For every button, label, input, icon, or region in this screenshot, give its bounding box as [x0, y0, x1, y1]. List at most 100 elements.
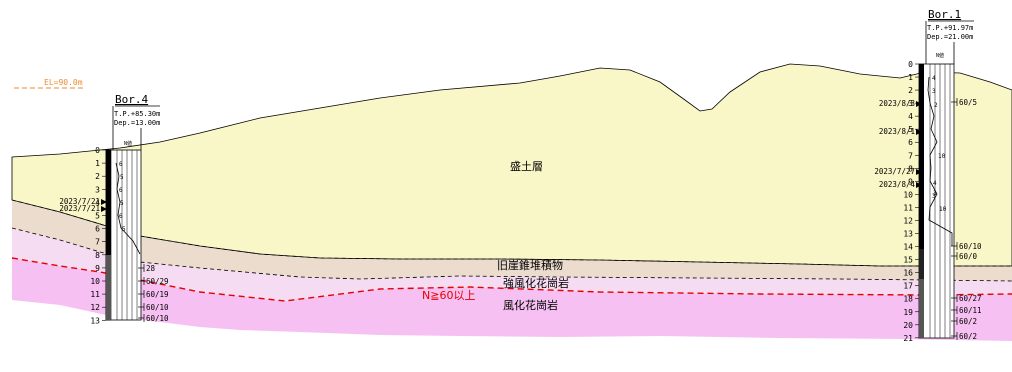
weathered-label: 風化花崗岩	[503, 298, 558, 312]
bor4-depth-label: 13	[90, 316, 100, 325]
bor1-depth-label: 7	[908, 151, 913, 160]
bor4-spt-label: 60/10	[146, 314, 169, 323]
bor4-name: Bor.4	[115, 93, 148, 106]
bor1-water-level-date: 2023/7/27	[874, 167, 915, 176]
strong-weathered-label: 強風化花崗岩	[503, 276, 569, 290]
bor1-water-level-date: 2023/8/3	[879, 99, 915, 108]
boundary-talus-strong	[11, 227, 1012, 282]
bor4-n-value: 5	[122, 226, 126, 233]
bor1-depth-label: 13	[903, 230, 913, 239]
bor1-n-curve	[927, 76, 953, 246]
borehole-bor1: Bor.1 T.P.+91.97m Dep.=21.00m N値 0123456…	[874, 8, 982, 343]
old-talus-label: 旧崖錐堆積物	[497, 258, 563, 272]
bor1-depth-label: 12	[903, 216, 913, 225]
bor4-n-value: 6	[119, 161, 123, 168]
bor1-depth-label: 5	[908, 125, 913, 134]
bor1-depth-label: 9	[908, 177, 913, 186]
bor4-water-level-date: 2023/7/21	[59, 204, 100, 213]
bor1-depth-label: 4	[908, 112, 913, 121]
bor4-water-level-marker	[101, 199, 107, 205]
bor1-n-value: 10	[938, 153, 946, 160]
bor4-spt-label: 60/29	[146, 277, 169, 286]
bor1-water-level-date: 2023/8/4	[879, 180, 916, 189]
bor1-water-levels: 2023/8/3 2023/8/1 2023/7/27 2023/8/4	[874, 99, 922, 189]
bor4-tp: T.P.+85.30m	[114, 110, 160, 118]
bor1-spt-label: 60/11	[959, 306, 982, 315]
bor4-n-value: 5	[120, 200, 124, 207]
bor4-depth-label: 12	[90, 303, 100, 312]
bor1-n-value: 3	[932, 88, 936, 95]
bor1-n-value: 3	[932, 193, 936, 200]
bor1-water-level-marker	[916, 101, 922, 107]
bor1-core-talus	[919, 249, 924, 279]
bor4-water-level-marker	[101, 206, 107, 212]
bor1-spt-label: 60/10	[959, 242, 982, 251]
bor4-depth-label: 0	[95, 146, 100, 155]
bor4-n-value: 5	[120, 174, 124, 181]
bor1-depth-label: 21	[903, 334, 913, 343]
bor1-n-header: N値	[936, 52, 944, 59]
bor1-water-level-marker	[916, 169, 922, 175]
n60-label: N≧60以上	[422, 289, 475, 302]
bor1-n-value: 4	[933, 180, 937, 187]
bor4-water-level-date: 2023/7/21	[59, 197, 100, 206]
bor4-spt-label: 60/19	[146, 290, 169, 299]
bor4-n-values: 6 5 6 5 6 5	[119, 161, 126, 233]
bor1-tp: T.P.+91.97m	[927, 24, 973, 32]
bor1-depth-label: 1	[908, 73, 913, 82]
bor1-spt-label: 60/2	[959, 332, 977, 341]
bor4-core-fill	[106, 150, 111, 255]
bor4-depth-label: 6	[95, 225, 100, 234]
borehole-bor4: Bor.4 T.P.+85.30m Dep.=13.00m N値 0123456…	[59, 93, 169, 325]
bor1-depth-label: 19	[903, 308, 913, 317]
bor4-depth-label: 2	[95, 172, 100, 181]
bor1-spt-label: 60/5	[959, 98, 977, 107]
bor4-spt-label: 60/10	[146, 303, 169, 312]
bor1-depth-label: 18	[903, 295, 913, 304]
bor1-n-value: 10	[939, 206, 947, 213]
bor4-depth-label: 11	[90, 290, 100, 299]
bor1-spt-label: 60/0	[959, 252, 978, 261]
bor1-depth-label: 8	[908, 164, 913, 173]
bor4-depth-label: 8	[95, 251, 100, 260]
strong-weathered-granite-layer	[12, 228, 1012, 301]
el-reference-label: EL=90.0m	[44, 78, 83, 87]
bor1-depth-label: 16	[903, 269, 913, 278]
weathered-granite-layer	[12, 258, 1012, 341]
bor4-depth-label: 5	[95, 212, 100, 221]
bor1-core-rock	[919, 279, 924, 338]
bor1-water-level-marker	[916, 182, 922, 188]
fill-layer	[11, 63, 1012, 267]
bor4-depth-label: 9	[95, 264, 100, 273]
fill-layer-label: 盛土層	[510, 159, 543, 173]
bor4-core-rock	[106, 255, 111, 320]
bor1-n-value: 2	[934, 102, 938, 109]
bor1-depth-label: 14	[903, 243, 913, 252]
bor1-spt-label: 60/2	[959, 317, 977, 326]
bor1-depth-label: 20	[903, 321, 913, 330]
bor4-n-value: 6	[119, 187, 123, 194]
n60-boundary-line	[11, 257, 1012, 302]
bor1-depth-label: 2	[908, 86, 913, 95]
bor1-depth-label: 3	[908, 99, 913, 108]
bor1-name: Bor.1	[928, 8, 961, 21]
bor1-depth-label: 0	[908, 60, 913, 69]
bor4-n-value: 6	[119, 213, 123, 220]
bor1-depth-label: 10	[903, 190, 913, 199]
bor1-depth-label: 6	[908, 138, 913, 147]
bor1-water-level-date: 2023/8/1	[879, 127, 915, 136]
bor4-depth: Dep.=13.00m	[114, 119, 160, 127]
bor1-depth: Dep.=21.00m	[927, 33, 973, 41]
bor4-depth-label: 3	[95, 185, 100, 194]
bor1-n-value: 3	[933, 190, 937, 197]
bor4-n-curve	[115, 162, 141, 255]
bor1-n-value: 4	[932, 75, 936, 82]
bor1-depth-label: 11	[903, 203, 913, 212]
